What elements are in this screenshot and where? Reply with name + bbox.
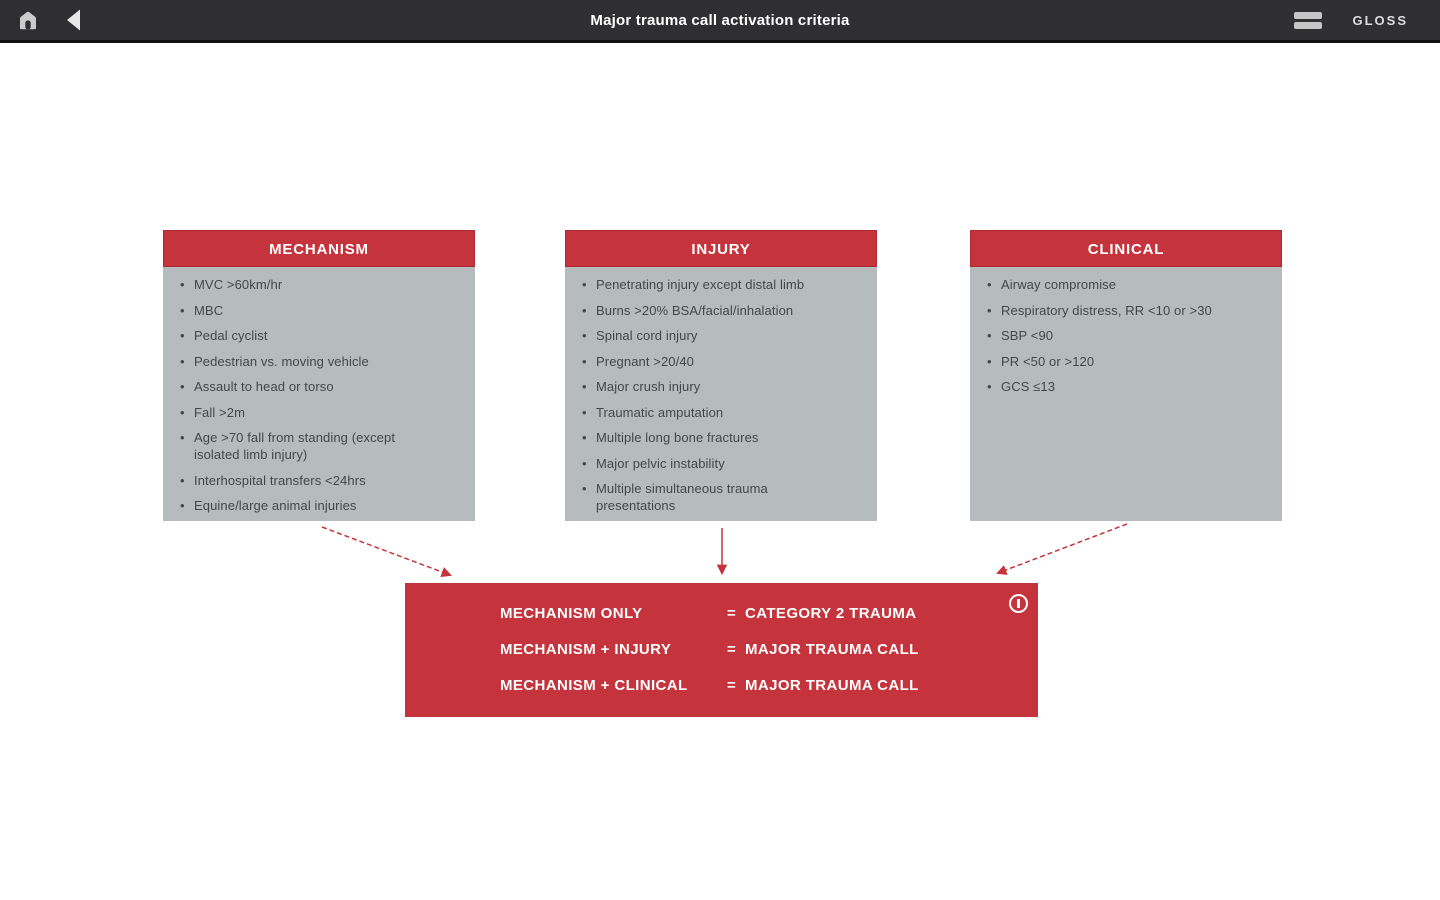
menu-icon (1294, 11, 1323, 29)
list-item: Spinal cord injury (581, 327, 836, 344)
list-item: Respiratory distress, RR <10 or >30 (986, 302, 1241, 319)
list-item: Age >70 fall from standing (except isola… (179, 429, 434, 463)
list-item: Fall >2m (179, 404, 434, 421)
summary-left: MECHANISM ONLY (500, 605, 643, 622)
injury-card: INJURY Penetrating injury except distal … (565, 230, 877, 521)
list-item: Pregnant >20/40 (581, 353, 836, 370)
summary-right: MAJOR TRAUMA CALL (745, 641, 919, 658)
page-title: Major trauma call activation criteria (590, 11, 850, 29)
menu-button[interactable] (1288, 8, 1328, 33)
summary-right: MAJOR TRAUMA CALL (745, 677, 919, 694)
summary-left: MECHANISM + CLINICAL (500, 677, 688, 694)
home-icon (20, 11, 36, 30)
info-icon-bar (1017, 599, 1020, 608)
list-item: Assault to head or torso (179, 378, 434, 395)
list-item: Major crush injury (581, 378, 836, 395)
mechanism-card-title: MECHANISM (163, 230, 475, 267)
list-item: Equine/large animal injuries (179, 497, 434, 514)
list-item: Multiple long bone fractures (581, 429, 836, 446)
summary-left: MECHANISM + INJURY (500, 641, 672, 658)
list-item: SBP <90 (986, 327, 1241, 344)
summary-equals: = (727, 641, 737, 658)
injury-list: Penetrating injury except distal limb Bu… (581, 276, 867, 514)
gloss-button[interactable]: GLOSS (1346, 12, 1414, 29)
summary-right: CATEGORY 2 TRAUMA (745, 605, 917, 622)
summary-panel: MECHANISM ONLY = CATEGORY 2 TRAUMA MECHA… (405, 583, 1038, 717)
list-item: MVC >60km/hr (179, 276, 434, 293)
list-item: Penetrating injury except distal limb (581, 276, 836, 293)
list-item: GCS ≤13 (986, 378, 1241, 395)
mechanism-list: MVC >60km/hr MBC Pedal cyclist Pedestria… (179, 276, 465, 514)
back-button[interactable] (60, 4, 88, 36)
injury-card-body: Penetrating injury except distal limb Bu… (565, 267, 877, 521)
back-icon (67, 9, 80, 31)
home-button[interactable] (10, 4, 46, 36)
top-bar: Major trauma call activation criteria GL… (0, 0, 1440, 43)
list-item: Interhospital transfers <24hrs (179, 472, 434, 489)
info-icon[interactable] (1009, 594, 1028, 613)
arrow-mechanism-to-summary (321, 526, 452, 577)
list-item: PR <50 or >120 (986, 353, 1241, 370)
mechanism-card: MECHANISM MVC >60km/hr MBC Pedal cyclist… (163, 230, 475, 521)
summary-equals: = (727, 605, 737, 622)
list-item: MBC (179, 302, 434, 319)
top-bar-right: GLOSS (1288, 0, 1440, 40)
list-item: Traumatic amputation (581, 404, 836, 421)
list-item: Pedestrian vs. moving vehicle (179, 353, 434, 370)
summary-equals: = (727, 677, 737, 694)
arrow-clinical-to-summary (996, 523, 1128, 575)
clinical-card-title: CLINICAL (970, 230, 1282, 267)
list-item: Pedal cyclist (179, 327, 434, 344)
summary-row-mechanism-clinical: MECHANISM + CLINICAL = MAJOR TRAUMA CALL (405, 675, 1038, 697)
list-item: Major pelvic instability (581, 455, 836, 472)
mechanism-card-body: MVC >60km/hr MBC Pedal cyclist Pedestria… (163, 267, 475, 521)
list-item: Burns >20% BSA/facial/inhalation (581, 302, 836, 319)
clinical-card-body: Airway compromise Respiratory distress, … (970, 267, 1282, 521)
list-item: Airway compromise (986, 276, 1241, 293)
clinical-card: CLINICAL Airway compromise Respiratory d… (970, 230, 1282, 521)
summary-row-mechanism-only: MECHANISM ONLY = CATEGORY 2 TRAUMA (405, 603, 1038, 625)
list-item: Multiple simultaneous trauma presentatio… (581, 480, 836, 514)
top-bar-left (0, 4, 88, 36)
summary-row-mechanism-injury: MECHANISM + INJURY = MAJOR TRAUMA CALL (405, 639, 1038, 661)
injury-card-title: INJURY (565, 230, 877, 267)
clinical-list: Airway compromise Respiratory distress, … (986, 276, 1272, 395)
